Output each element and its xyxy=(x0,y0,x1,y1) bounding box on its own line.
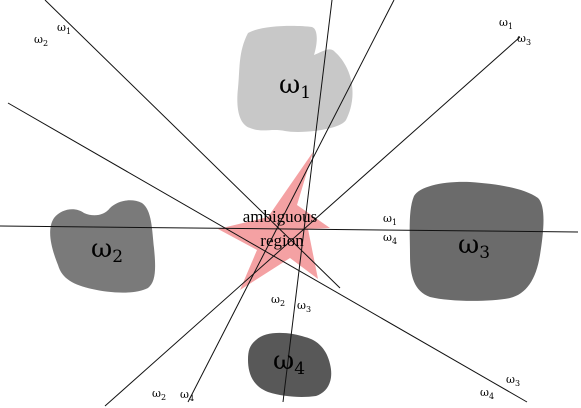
omega1-region xyxy=(237,25,353,132)
boundary-label-w2w4-a: ω2 xyxy=(152,387,166,402)
boundary-line-w1-w3 xyxy=(7,102,528,403)
boundary-label-w1w3-b: ω3 xyxy=(517,32,531,47)
omega3-region xyxy=(409,181,544,301)
boundary-line-w2-w4 xyxy=(187,0,395,403)
ambiguous-label-line1: ambiguous xyxy=(243,207,318,226)
boundary-label-w3w4-a: ω3 xyxy=(506,373,520,388)
boundary-label-w1w3-a: ω1 xyxy=(499,16,513,31)
boundary-label-w1w2-a: ω1 xyxy=(57,21,71,36)
omega1-label: ω1 xyxy=(279,70,311,103)
boundary-label-w2w3-b: ω3 xyxy=(297,299,311,314)
boundary-label-w1w4-b: ω4 xyxy=(383,231,397,246)
boundary-label-w2w4-b: ω4 xyxy=(180,388,194,403)
boundary-label-w3w4-b: ω4 xyxy=(480,386,494,401)
omega2-label: ω2 xyxy=(91,234,123,267)
boundary-line-w3-w4 xyxy=(282,0,333,403)
boundary-line-w1-w2 xyxy=(44,0,341,289)
boundary-line-w2-w3 xyxy=(0,225,579,233)
ambiguous-region-shape xyxy=(218,152,330,290)
omega2-region xyxy=(50,200,156,293)
boundary-label-w2w3-a: ω2 xyxy=(271,293,285,308)
ambiguous-label-line2: region xyxy=(260,231,304,250)
boundary-label-w1w2-b: ω2 xyxy=(34,33,48,48)
boundary-label-w1w4-a: ω1 xyxy=(383,212,397,227)
omega3-label: ω3 xyxy=(458,230,490,263)
omega4-region xyxy=(248,332,332,397)
omega4-label: ω4 xyxy=(273,346,305,379)
boundary-line-w1-w4 xyxy=(104,36,521,407)
